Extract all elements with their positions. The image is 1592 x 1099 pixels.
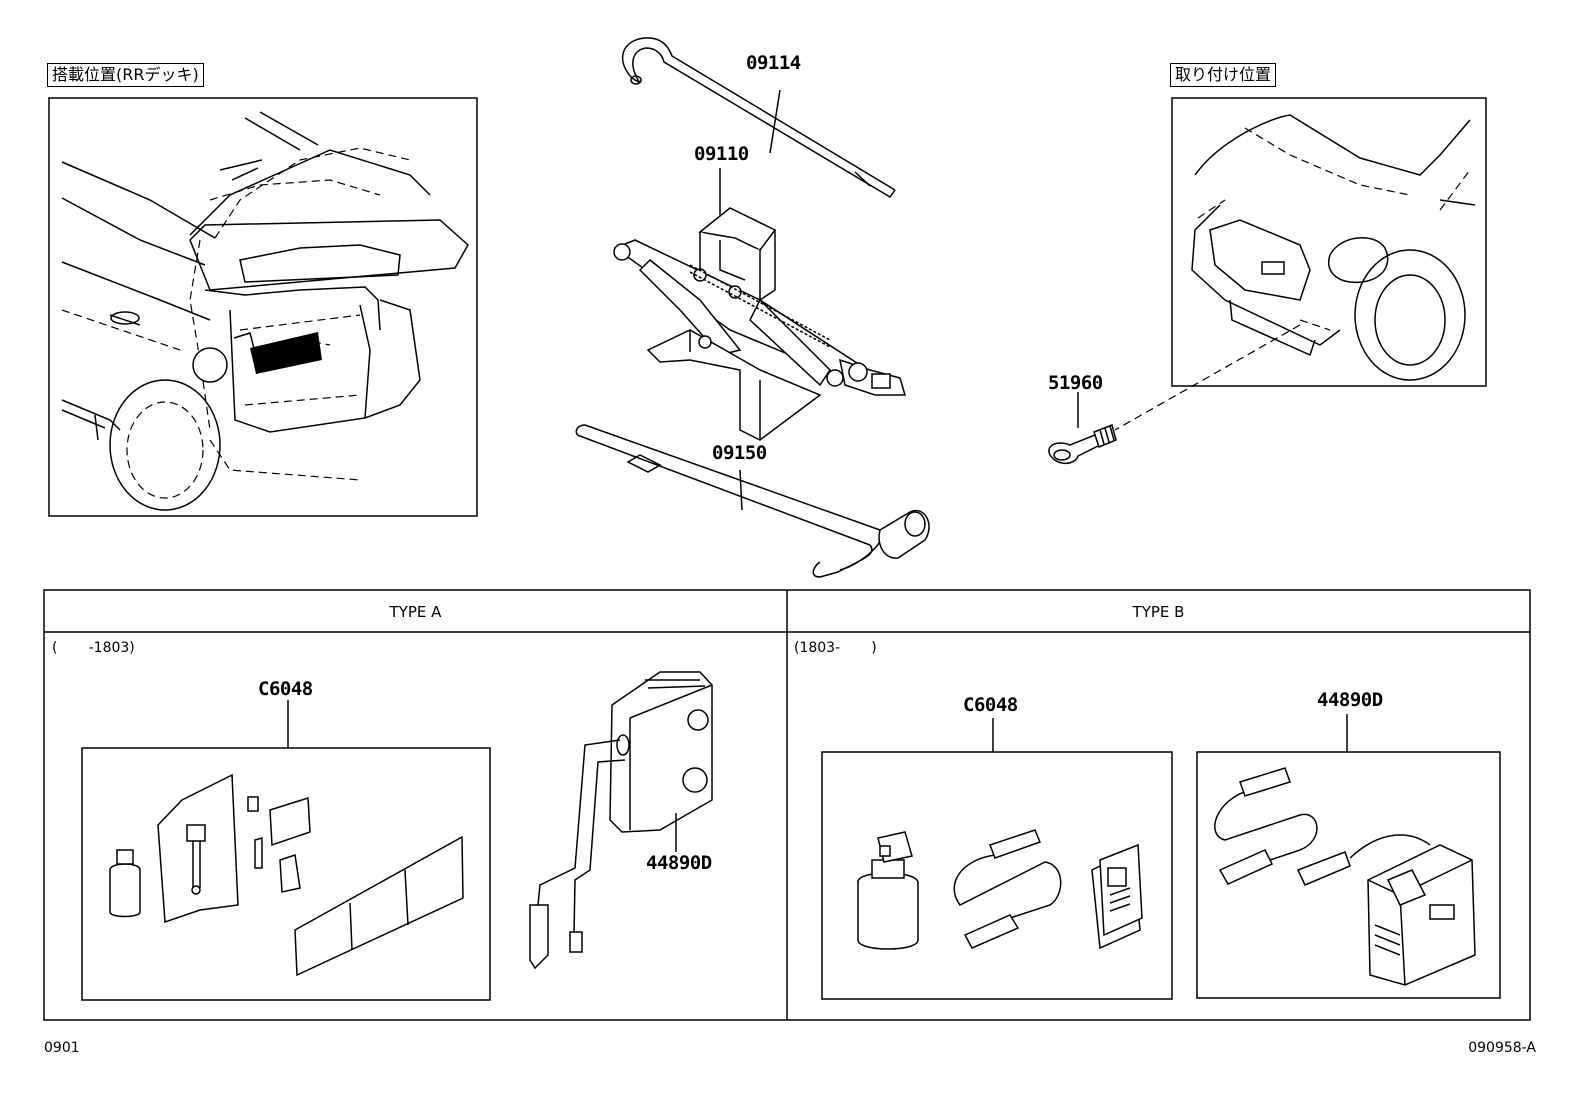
mounting-inset-caption: 取り付け位置 [1170,63,1277,87]
footer-right-code: 090958-A [1468,1040,1536,1056]
type-a-compressor-label[interactable]: 44890D [646,852,712,874]
type-b-compressor-label[interactable]: 44890D [1317,689,1383,711]
type-b-kit-label[interactable]: C6048 [963,694,1018,716]
mounting-leader [1114,324,1301,431]
jack-handle-drawing [621,37,896,198]
type-a-kit-box [81,747,491,1001]
type-a-header: TYPE A [389,603,442,621]
mounting-inset-frame [1171,97,1487,387]
type-a-kit-label[interactable]: C6048 [258,678,313,700]
type-b-kit-box [821,751,1173,1000]
type-b-compressor-contents [1214,767,1476,986]
part-label-51960[interactable]: 51960 [1048,372,1103,394]
front-vehicle-drawing [1191,114,1476,381]
type-b-compressor-box [1196,751,1501,999]
part-label-09110[interactable]: 09110 [694,143,749,165]
footer-left-code: 0901 [44,1040,80,1056]
type-table-grid [43,589,1531,1021]
pantograph-jack-drawing [613,207,907,441]
type-a-kit-contents [109,773,464,977]
type-a-date-range: ( -1803) [52,640,135,656]
type-b-kit-contents [857,829,1143,950]
part-label-09114[interactable]: 09114 [746,52,801,74]
type-b-header: TYPE B [1132,603,1185,621]
leader-09114 [769,89,781,154]
lug-wrench-drawing [575,424,930,578]
rear-deck-inset-caption: 搭載位置(RRデッキ) [47,63,204,87]
part-label-09150[interactable]: 09150 [712,442,767,464]
rear-deck-vehicle-drawing [61,111,469,511]
towing-eye-drawing [1048,423,1117,465]
rear-deck-inset-frame [48,97,478,517]
type-b-date-range: (1803- ) [794,640,877,656]
leader-09150 [739,469,743,511]
type-a-compressor-drawing [529,671,713,970]
